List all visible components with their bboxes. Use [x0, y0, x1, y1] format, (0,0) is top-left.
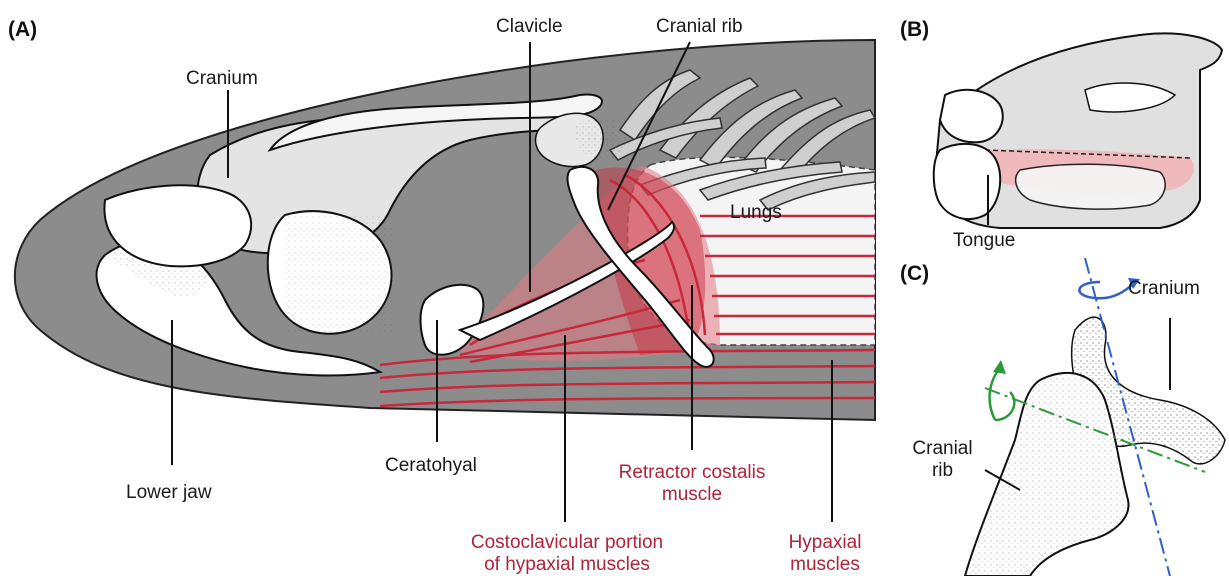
label-hypaxial-line1: Hypaxial	[770, 532, 880, 554]
label-retractor-costalis: Retractor costalis muscle	[604, 462, 780, 506]
label-clavicle: Clavicle	[496, 16, 563, 38]
panel-a-illustration	[15, 40, 875, 522]
label-cranial-rib: Cranial rib	[656, 16, 743, 38]
panel-label-a: (A)	[8, 18, 37, 42]
label-cranial-rib-c-line2: rib	[905, 460, 980, 482]
label-lower-jaw: Lower jaw	[126, 482, 212, 504]
label-hypaxial-line2: muscles	[770, 554, 880, 576]
label-retractor-line2: muscle	[604, 484, 780, 506]
label-cranium: Cranium	[186, 68, 258, 90]
label-costoclavicular: Costoclavicular portion of hypaxial musc…	[432, 532, 702, 576]
panel-label-b: (B)	[900, 18, 929, 42]
label-tongue: Tongue	[953, 230, 1015, 252]
label-cranial-rib-c-line1: Cranial	[905, 438, 980, 460]
label-retractor-line1: Retractor costalis	[604, 462, 780, 484]
panel-b-illustration	[934, 33, 1222, 228]
label-lungs: Lungs	[730, 202, 782, 224]
label-cranium-c: Cranium	[1128, 278, 1200, 300]
label-costo-line2: of hypaxial muscles	[432, 554, 702, 576]
blue-rotation-arrow	[1079, 282, 1135, 298]
label-cranial-rib-c: Cranial rib	[905, 438, 980, 482]
panel-c-illustration	[965, 258, 1225, 576]
green-rotation-arrow	[990, 368, 1015, 420]
label-ceratohyal: Ceratohyal	[385, 455, 477, 477]
label-hypaxial-muscles: Hypaxial muscles	[770, 532, 880, 576]
label-costo-line1: Costoclavicular portion	[432, 532, 702, 554]
panel-label-c: (C)	[900, 262, 929, 286]
